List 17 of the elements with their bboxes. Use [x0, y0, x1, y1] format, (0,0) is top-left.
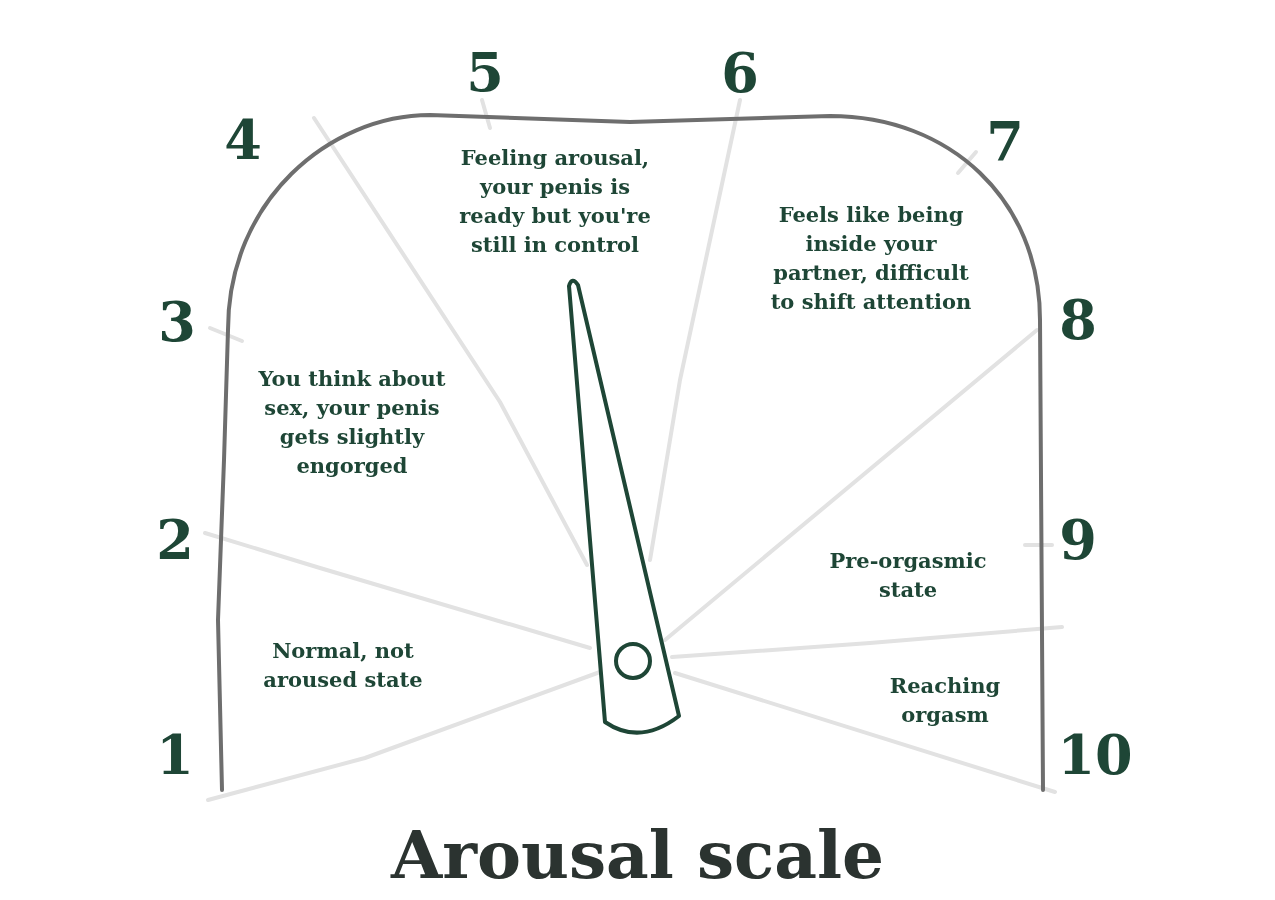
scale-number: 7 — [986, 115, 1024, 169]
scale-number: 9 — [1059, 513, 1097, 567]
scale-number: 1 — [156, 728, 194, 782]
scale-number: 2 — [156, 513, 194, 567]
scale-number: 6 — [721, 46, 759, 100]
scale-description: Normal, not aroused state — [262, 637, 424, 694]
scale-description: Pre-orgasmic state — [828, 547, 988, 604]
scale-description: You think about sex, your penis gets slightly engorged — [257, 365, 447, 480]
scale-description: Feels like being inside your partner, difficult to shift attention — [769, 201, 973, 316]
scale-description: Reaching orgasm — [888, 672, 1002, 729]
scale-number: 3 — [158, 295, 196, 349]
scale-number: 5 — [466, 46, 504, 100]
scale-number: 8 — [1059, 293, 1097, 347]
scale-description: Feeling arousal, your penis is ready but you're still in control — [458, 144, 652, 259]
scale-number: 10 — [1057, 728, 1133, 782]
scale-number: 4 — [224, 113, 262, 167]
diagram-title: Arousal scale — [390, 818, 885, 892]
